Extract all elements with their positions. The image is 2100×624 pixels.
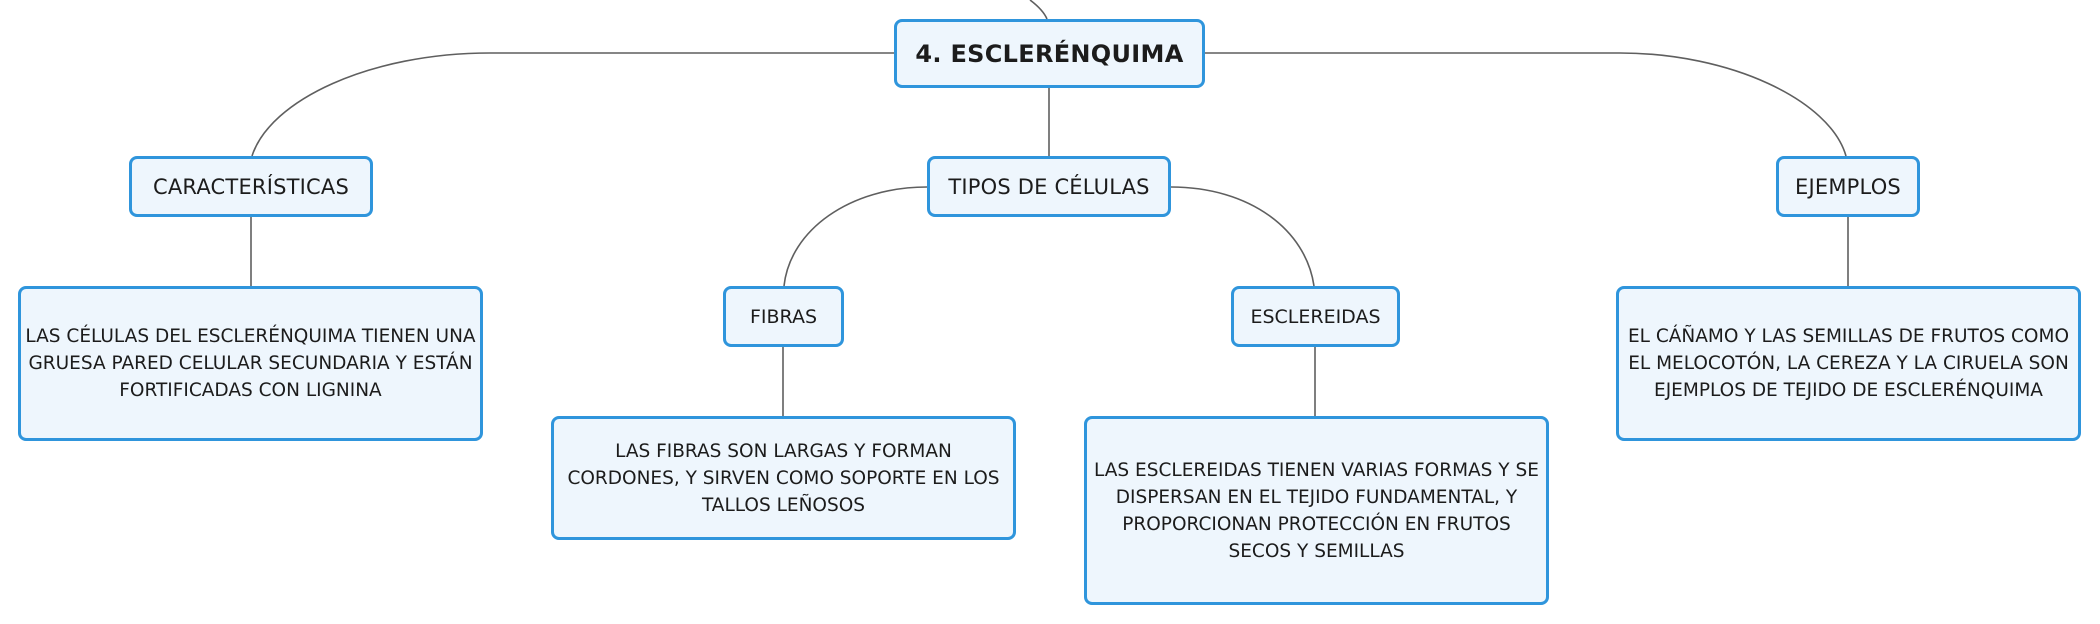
connector-parent-root [1029,0,1048,20]
esclereidas-description-text: LAS ESCLEREIDAS TIENEN VARIAS FORMAS Y S… [1094,459,1539,562]
root-node[interactable]: 4. ESCLERÉNQUIMA [894,19,1205,88]
fibras-node[interactable]: FIBRAS [723,286,844,347]
ejemplos-description-text: EL CÁÑAMO Y LAS SEMILLAS DE FRUTOS COMO … [1627,326,2070,401]
ejemplos-node-label: EJEMPLOS [1795,174,1901,199]
ejemplos-node[interactable]: EJEMPLOS [1776,156,1920,217]
caracteristicas-node[interactable]: CARACTERÍSTICAS [129,156,373,217]
caracteristicas-node-label: CARACTERÍSTICAS [152,174,350,199]
connector-tipos-esclereidas [1170,186,1315,287]
tipos-de-celulas-node-label: TIPOS DE CÉLULAS [948,174,1150,199]
esclereidas-node[interactable]: ESCLEREIDAS [1231,286,1400,347]
fibras-node-label: FIBRAS [749,305,818,328]
connector-tipos-fibras [783,186,928,287]
fibras-description-text: LAS FIBRAS SON LARGAS Y FORMAN CORDONES,… [567,440,1000,516]
caracteristicas-description-text: LAS CÉLULAS DEL ESCLERÉNQUIMA TIENEN UNA… [25,326,476,401]
tipos-de-celulas-node[interactable]: TIPOS DE CÉLULAS [927,156,1171,217]
connector-root-caracteristicas [251,52,894,157]
fibras-description-node[interactable]: LAS FIBRAS SON LARGAS Y FORMAN CORDONES,… [551,416,1016,540]
esclereidas-node-label: ESCLEREIDAS [1250,305,1381,328]
caracteristicas-description-node[interactable]: LAS CÉLULAS DEL ESCLERÉNQUIMA TIENEN UNA… [18,286,483,441]
esclereidas-description-node[interactable]: LAS ESCLEREIDAS TIENEN VARIAS FORMAS Y S… [1084,416,1549,605]
ejemplos-description-node[interactable]: EL CÁÑAMO Y LAS SEMILLAS DE FRUTOS COMO … [1616,286,2081,441]
root-node-label: 4. ESCLERÉNQUIMA [915,39,1184,68]
connector-root-ejemplos [1205,52,1847,157]
